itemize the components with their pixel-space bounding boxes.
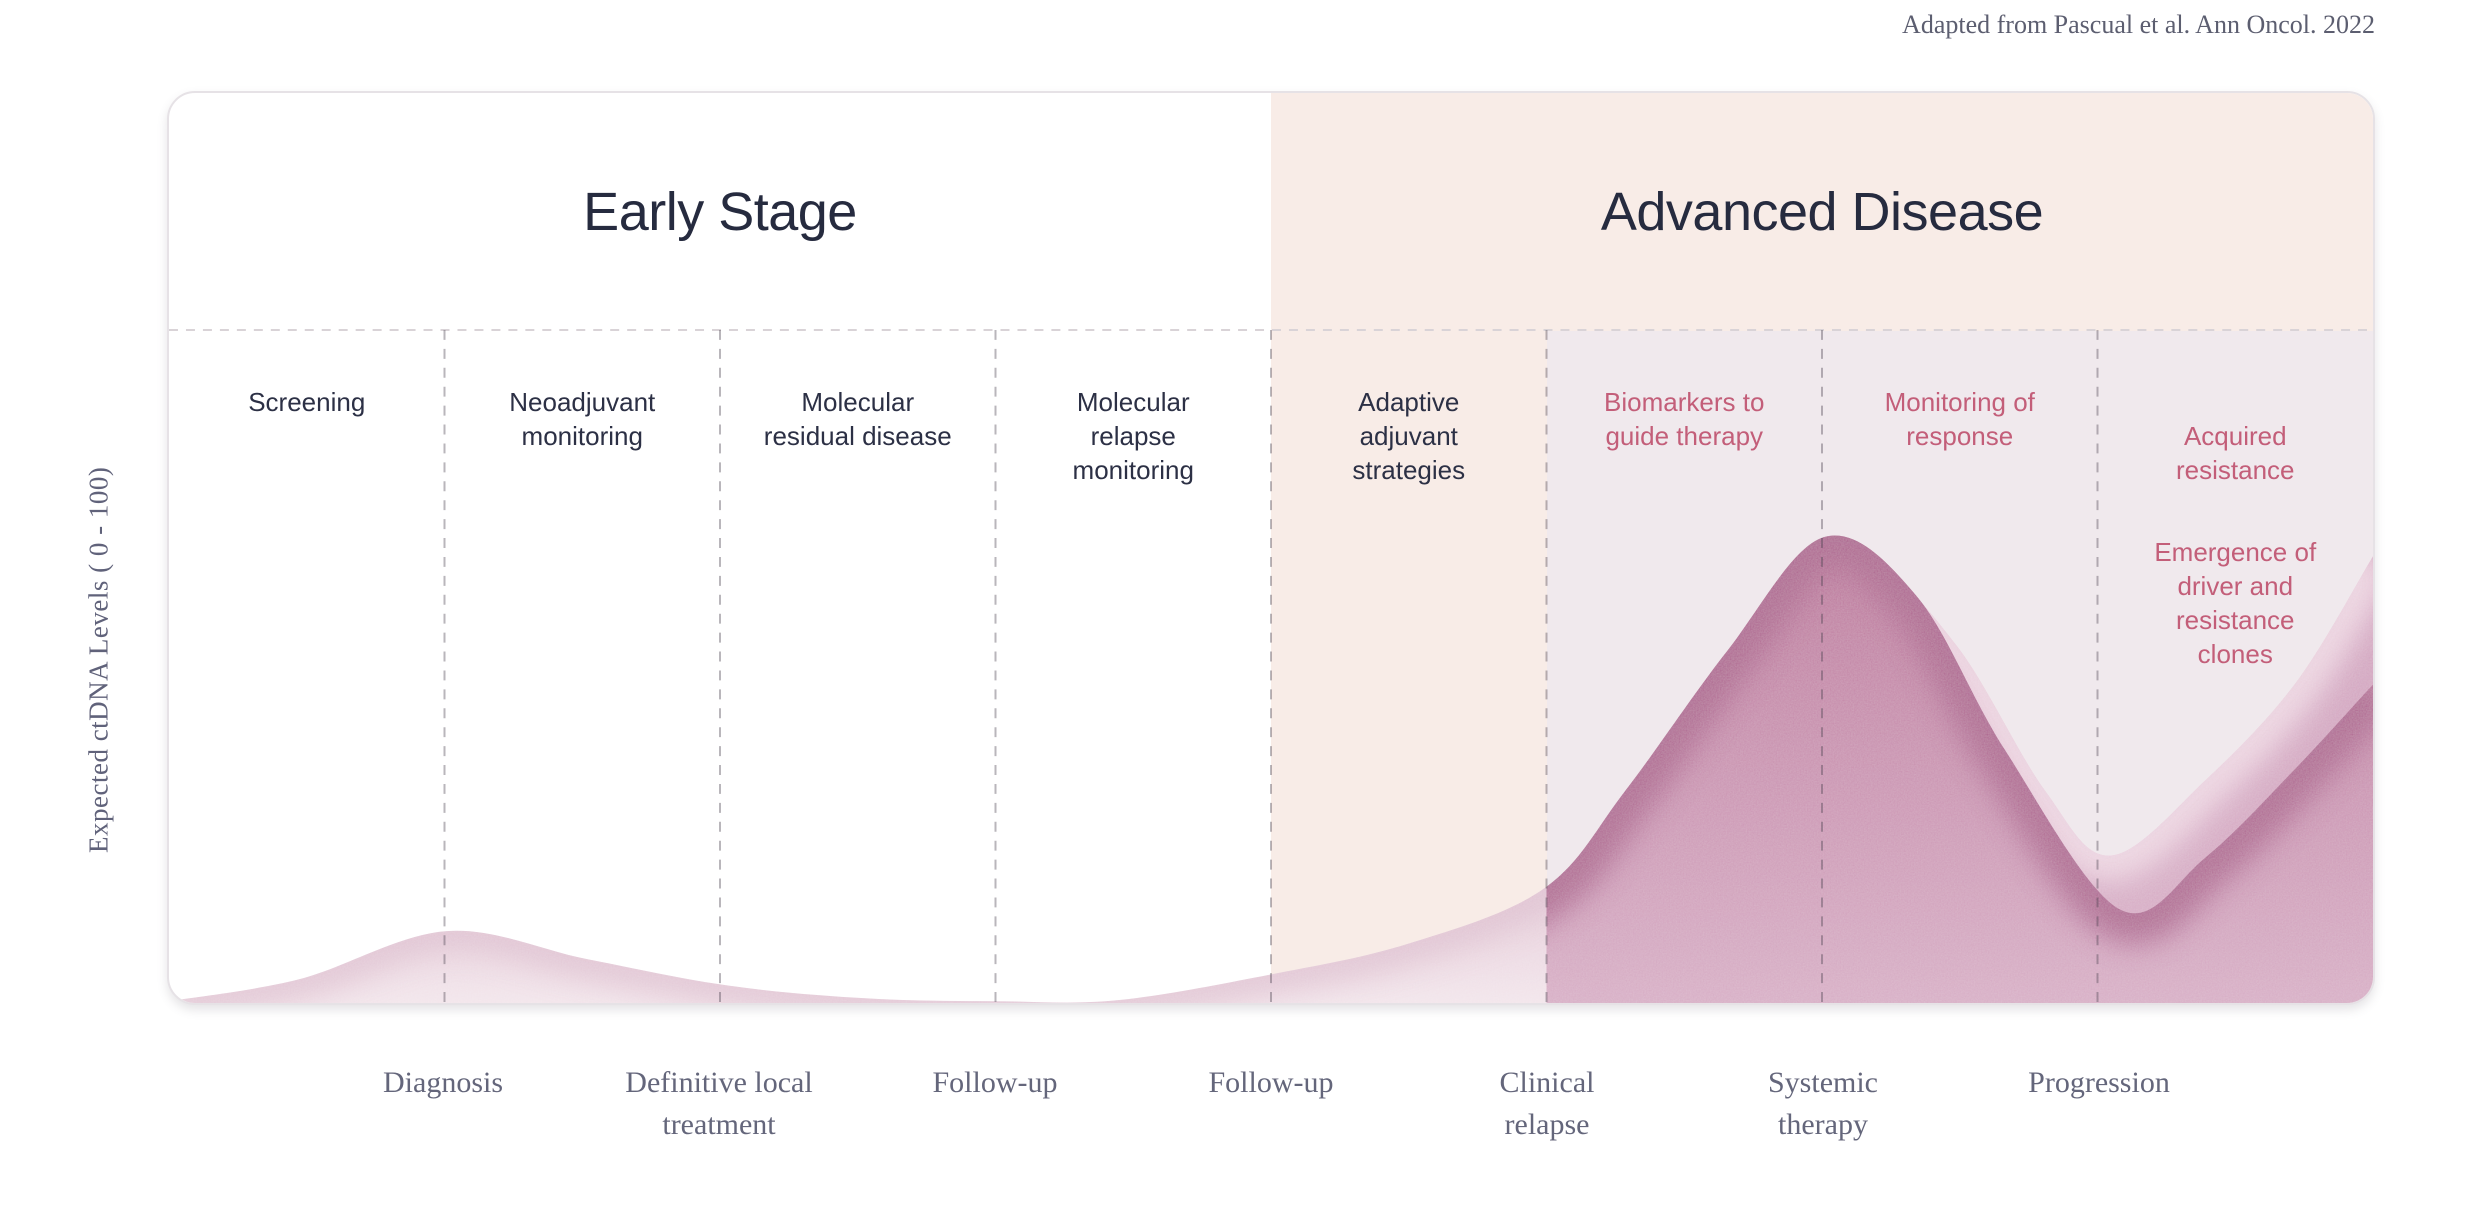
column-label-neoadjuvant-monitoring: Neoadjuvant monitoring: [509, 387, 656, 451]
attribution-text: Adapted from Pascual et al. Ann Oncol. 2…: [1902, 10, 2375, 39]
acquired-resistance-title: Acquired resistance: [2176, 421, 2295, 485]
stage-header-early: Early Stage: [583, 182, 857, 242]
timeline-systemic-therapy: Systemic therapy: [1768, 1066, 1878, 1141]
timeline-definitive-local-treatment: Definitive local treatment: [625, 1066, 813, 1141]
timeline-diagnosis: Diagnosis: [383, 1066, 503, 1099]
column-label-adaptive-adjuvant-strategies: Adaptive adjuvant strategies: [1352, 387, 1466, 485]
ctdna-curve-advanced-fill: [1546, 535, 2373, 1003]
y-axis-label: Expected ctDNA Levels ( 0 - 100): [83, 466, 114, 854]
column-label-molecular-residual-disease: Molecular residual disease: [763, 387, 952, 451]
column-label-biomarkers-guide-therapy: Biomarkers to guide therapy: [1604, 387, 1765, 451]
stage-header-advanced: Advanced Disease: [1600, 182, 2044, 242]
column-label-molecular-relapse-monitoring: Molecular relapse monitoring: [1072, 387, 1194, 485]
timeline-follow-up-2: Follow-up: [1208, 1066, 1334, 1099]
chart-panel: Early Stage Advanced Disease Screening N…: [167, 91, 2375, 1005]
timeline-follow-up-1: Follow-up: [932, 1066, 1058, 1099]
timeline-progression: Progression: [2028, 1066, 2170, 1099]
column-label-screening: Screening: [248, 387, 366, 417]
column-label-acquired-resistance: Acquired resistance Emergence of driver …: [2098, 385, 2374, 705]
ctdna-curve-chart: [169, 328, 2373, 1003]
emergence-resistance-clones-note: Emergence of driver and resistance clone…: [2154, 537, 2317, 669]
column-label-monitoring-of-response: Monitoring of response: [1884, 387, 2035, 451]
timeline-clinical-relapse: Clinical relapse: [1499, 1066, 1595, 1141]
